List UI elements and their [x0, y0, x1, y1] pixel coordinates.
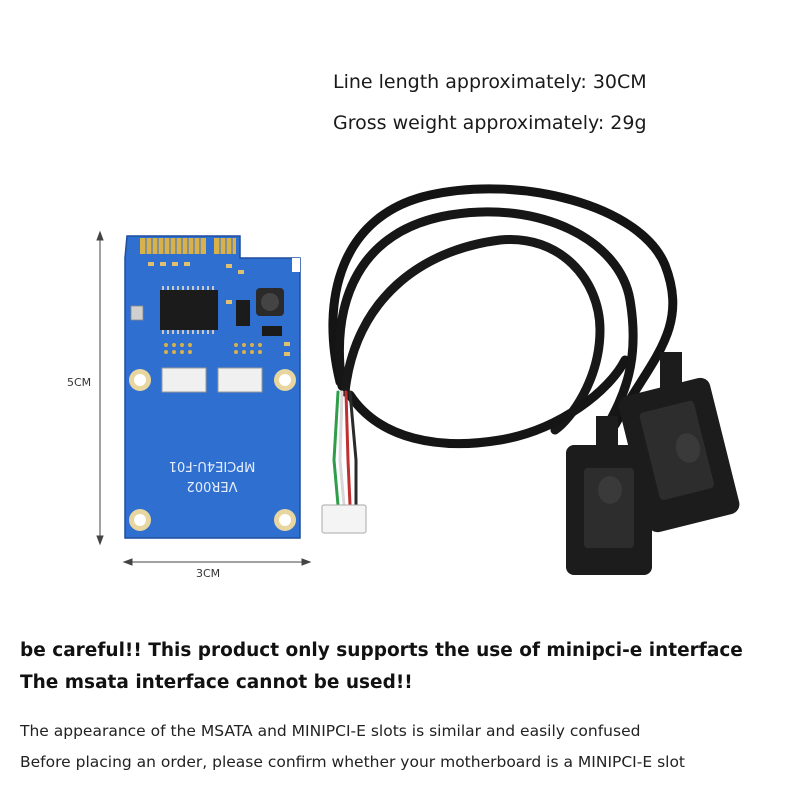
spec-line-length: Line length approximately: 30CM [333, 71, 647, 93]
hub-chip [160, 290, 218, 330]
cable-header-plug [321, 504, 367, 534]
note-line-2: Before placing an order, please confirm … [20, 753, 686, 771]
usb-female-connector-right [618, 352, 740, 533]
warning-line-2: The msata interface cannot be used!! [20, 672, 413, 693]
spec-gross-weight: Gross weight approximately: 29g [333, 112, 647, 134]
usb-header-2 [217, 367, 263, 393]
note-line-1: The appearance of the MSATA and MINIPCI-… [20, 722, 641, 740]
usb-header-1 [161, 367, 207, 393]
usb-female-connector-left [566, 416, 652, 575]
warning-line-1: be careful!! This product only supports … [20, 640, 743, 661]
mini-pcie-board: VER002 MPCIE4U-F01 [124, 235, 301, 539]
width-dimension-line [122, 558, 312, 566]
usb-cable [321, 184, 678, 534]
height-dimension-line [96, 230, 104, 546]
board-version-label: VER002 [187, 478, 238, 493]
board-model-label: MPCIE4U-F01 [169, 458, 256, 473]
mounting-holes [129, 369, 296, 531]
width-dimension-label: 3CM [196, 567, 221, 580]
height-dimension-label: 5CM [67, 376, 92, 389]
